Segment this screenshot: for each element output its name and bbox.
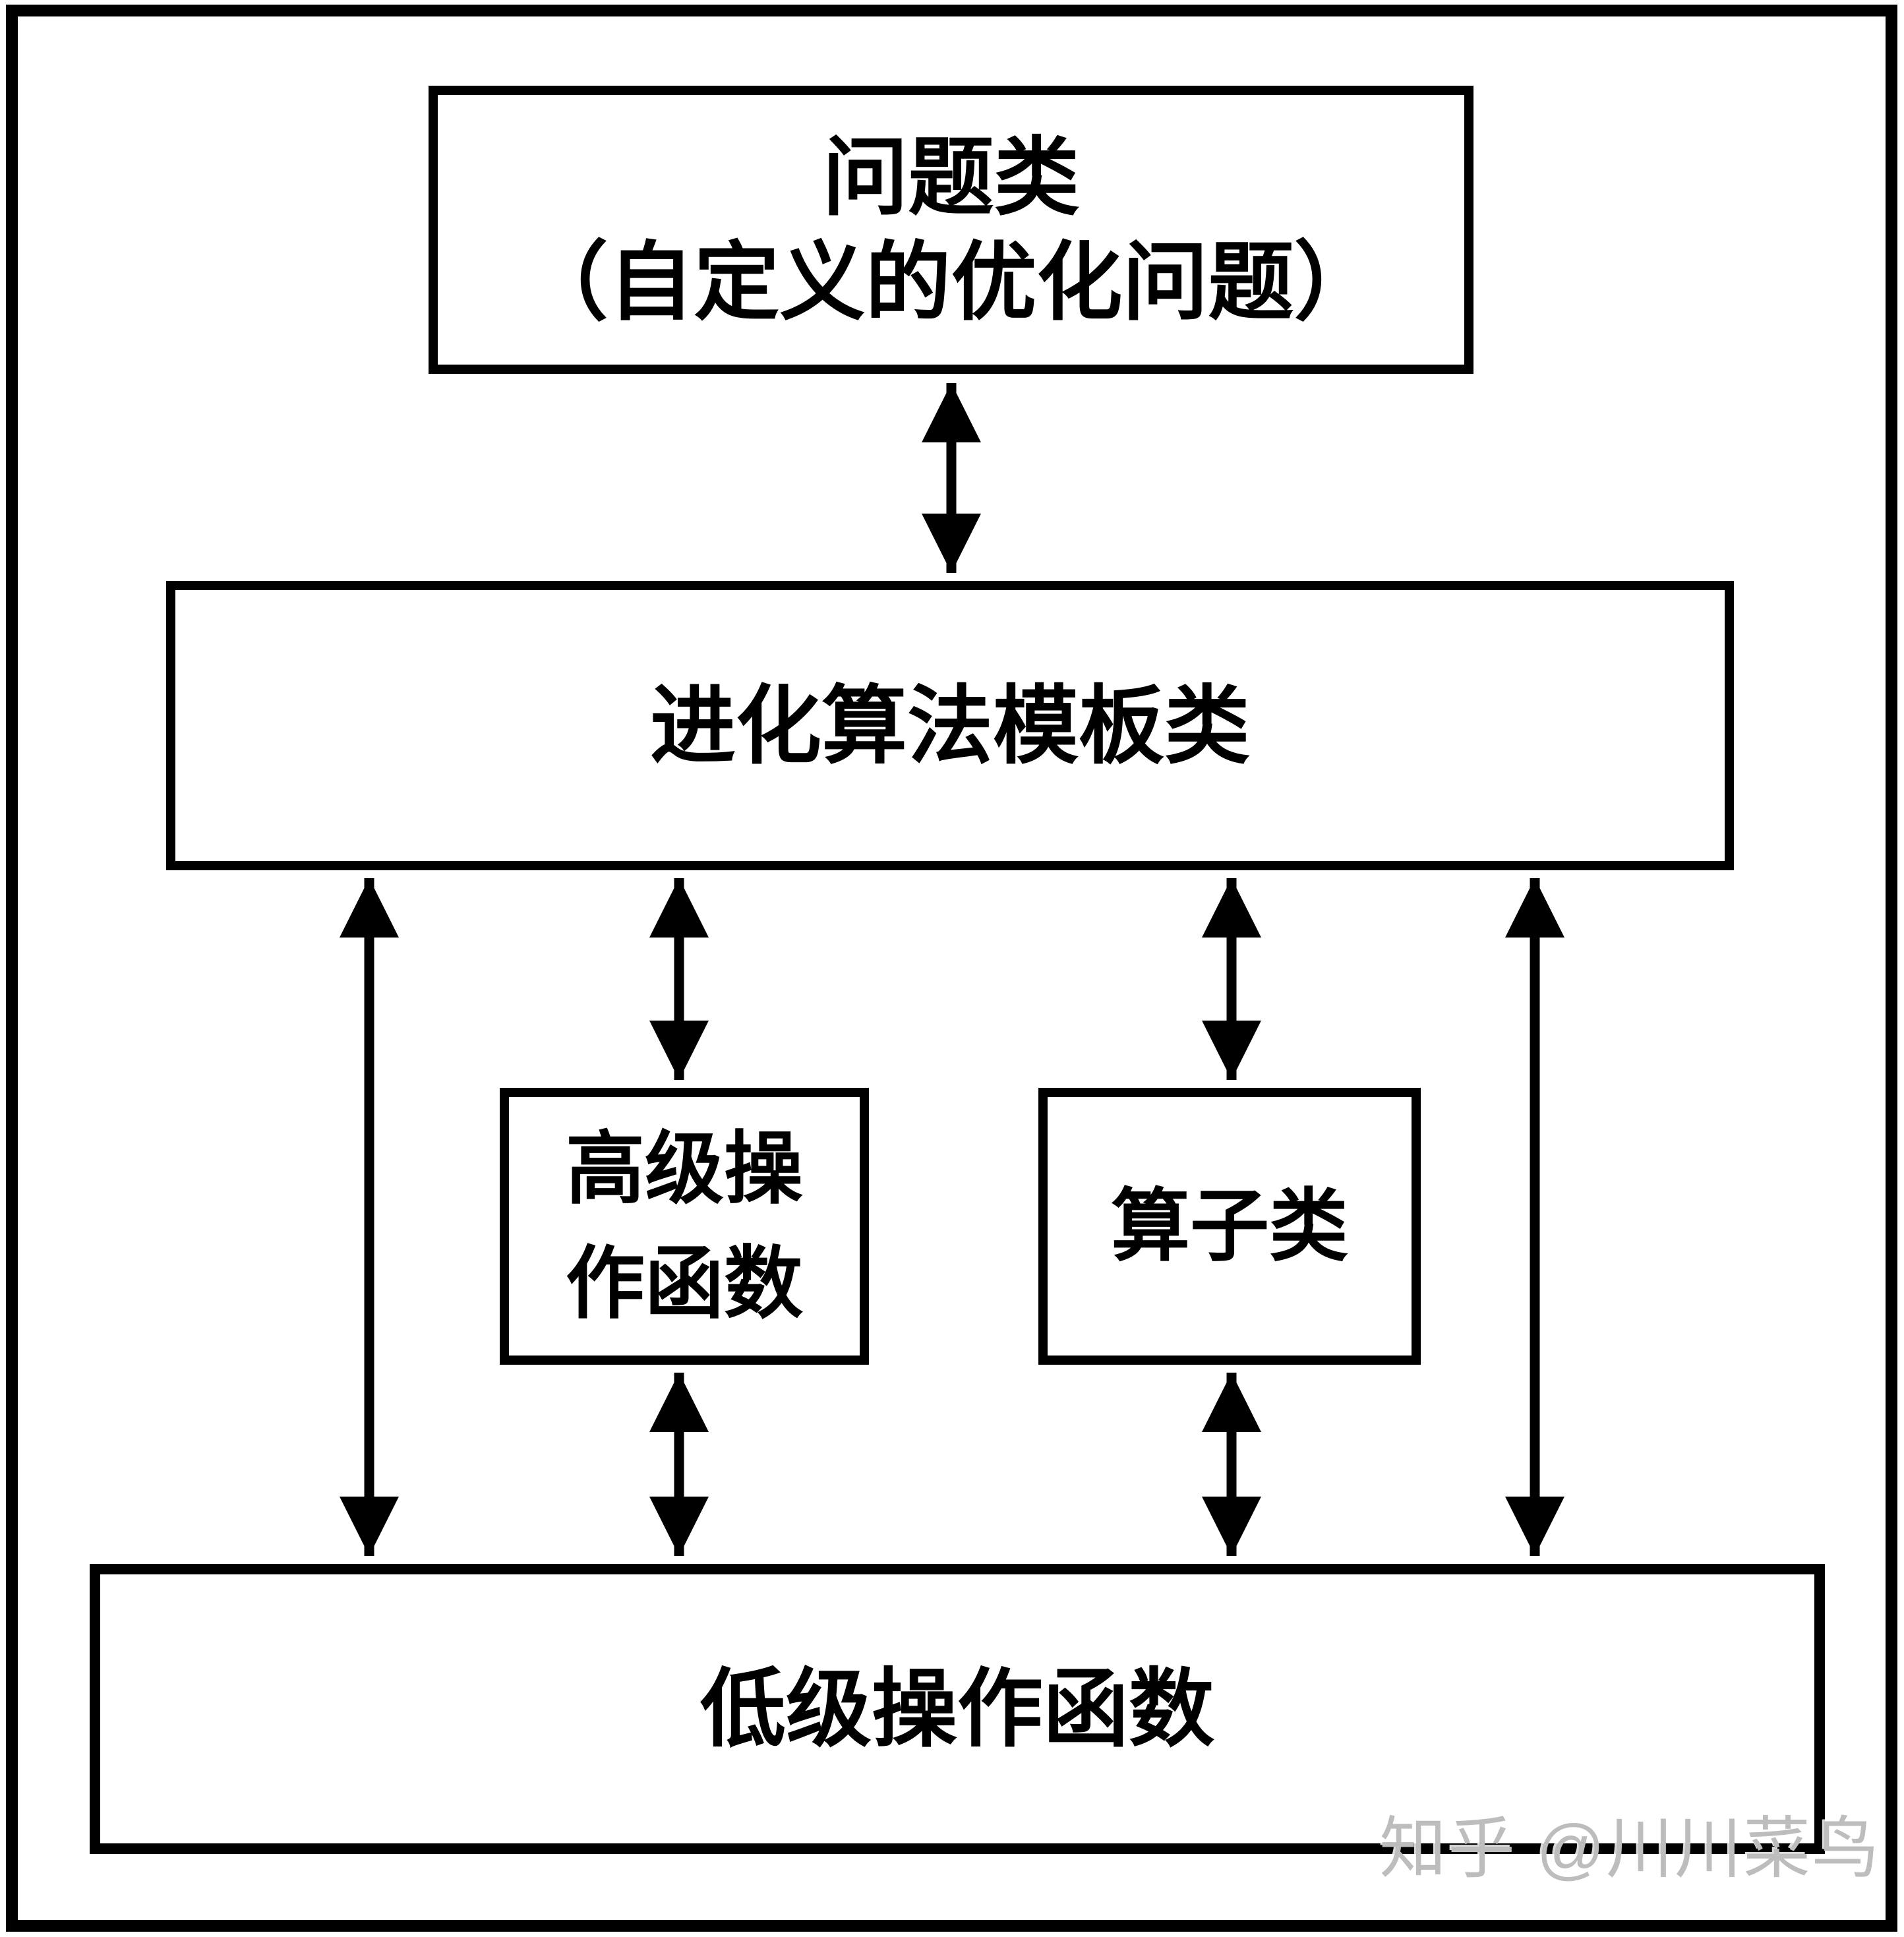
box-high-level-ops: 高级操 作函数 [500, 1088, 869, 1365]
low-level-ops-label: 低级操作函数 [699, 1661, 1214, 1757]
problem-class-line1: 问题类 [822, 129, 1080, 225]
problem-class-line2: （自定义的优化问题） [522, 233, 1380, 330]
operator-class-label: 算子类 [1111, 1182, 1348, 1270]
high-level-ops-line1: 高级操 [566, 1125, 803, 1213]
box-ea-template-class: 进化算法模板类 [166, 581, 1734, 870]
outer-frame [6, 5, 1897, 1932]
box-problem-class: 问题类 （自定义的优化问题） [429, 86, 1473, 374]
ea-template-class-label: 进化算法模板类 [649, 677, 1250, 774]
box-low-level-ops: 低级操作函数 [90, 1564, 1825, 1854]
high-level-ops-line2: 作函数 [566, 1239, 803, 1328]
box-operator-class: 算子类 [1038, 1088, 1421, 1365]
watermark-zhihu: 知乎 @川川菜鸟 [1379, 1811, 1880, 1886]
